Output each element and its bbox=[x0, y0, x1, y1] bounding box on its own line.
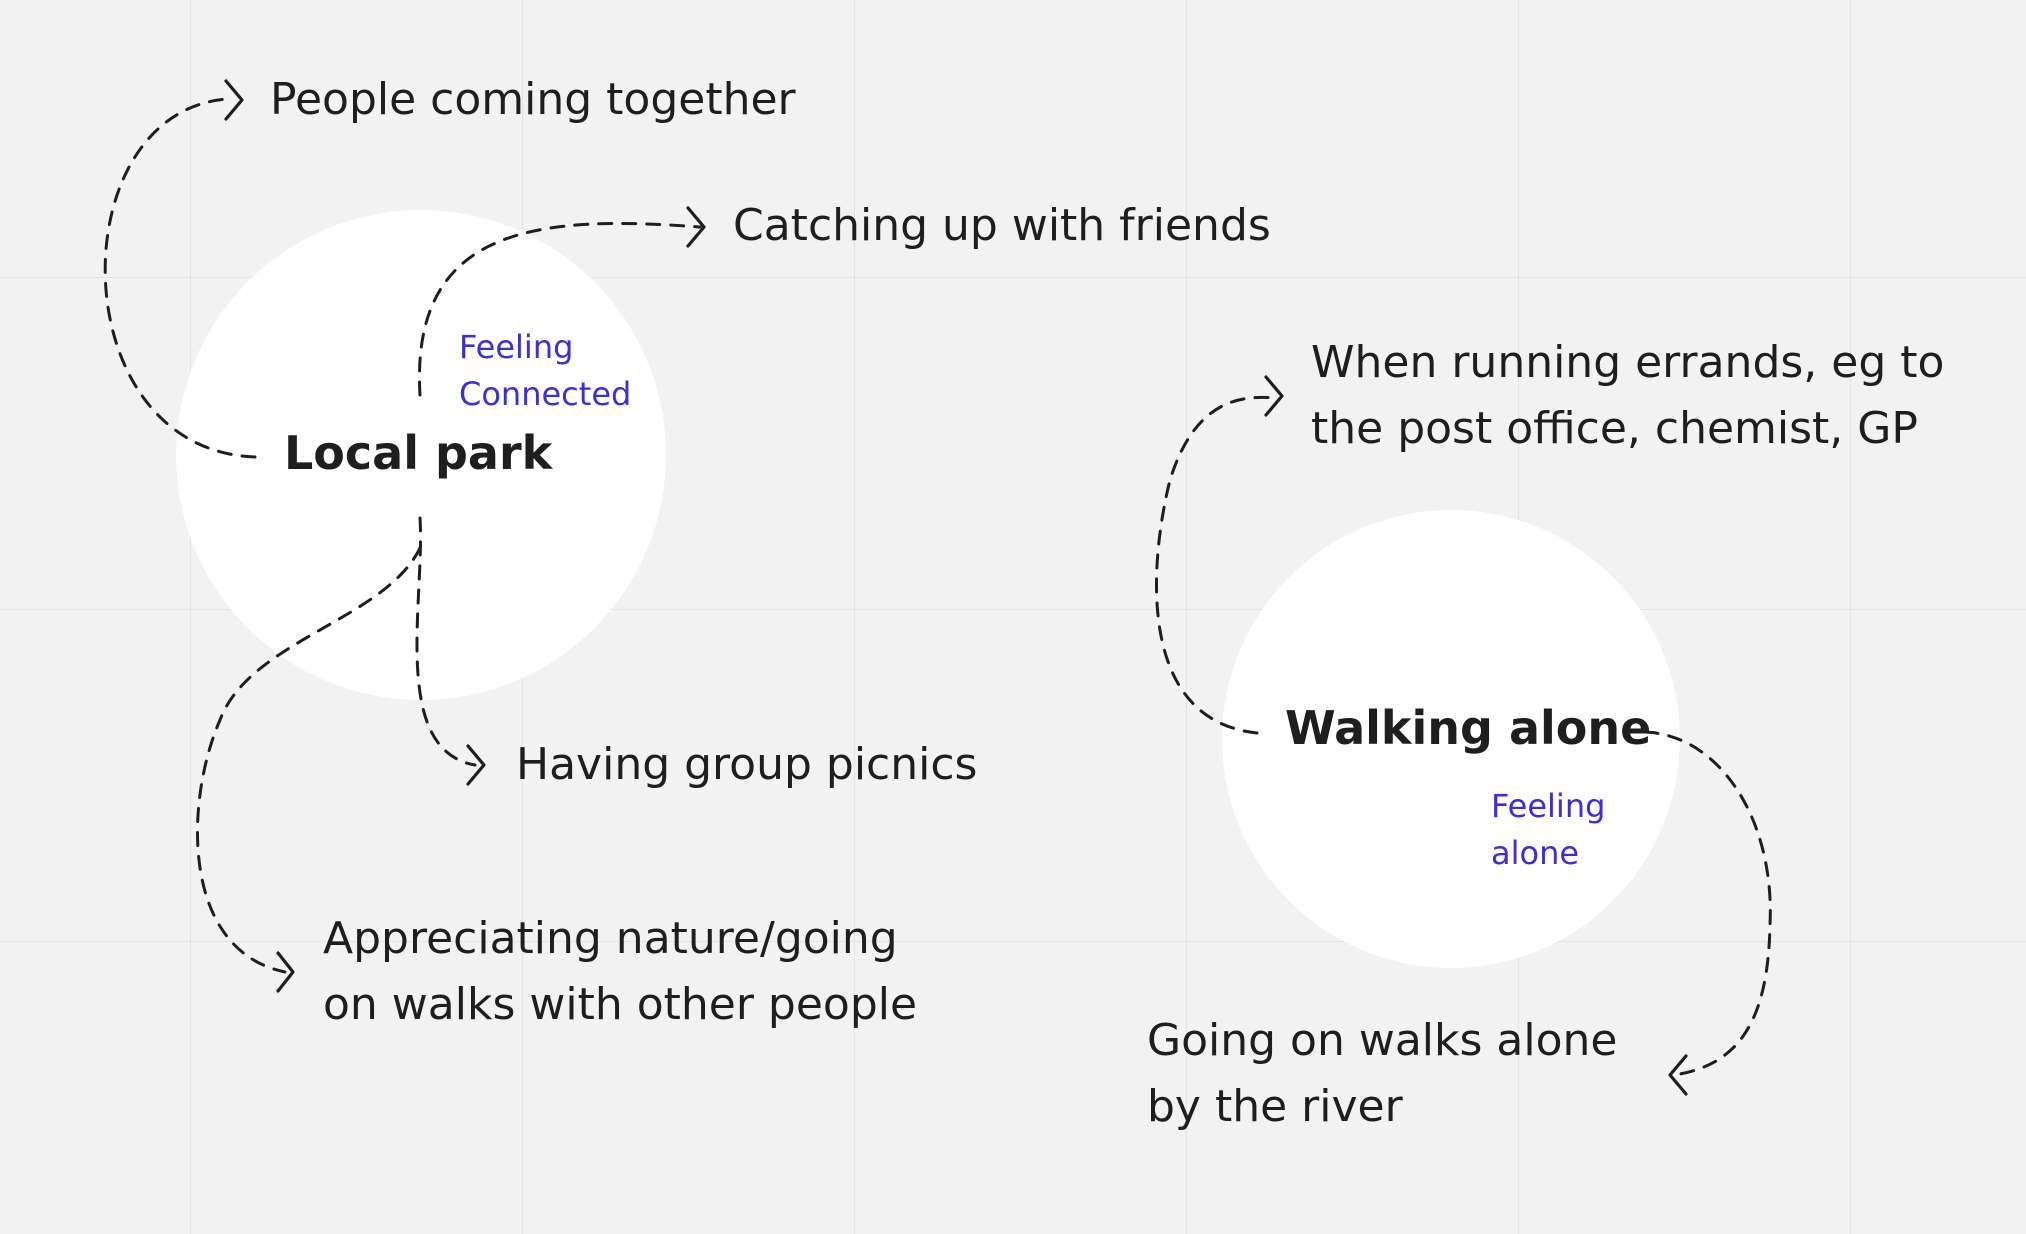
walking-alone-circle bbox=[1222, 510, 1680, 968]
local-park-circle bbox=[176, 210, 666, 700]
arrow-to-people-coming-together bbox=[103, 97, 257, 459]
arrowhead-icon bbox=[1668, 1054, 1688, 1096]
label-catching-up-with-friends: Catching up with friends bbox=[733, 200, 1271, 251]
feeling-connected-tag: Feeling Connected bbox=[459, 328, 632, 413]
local-park-title: Local park bbox=[284, 426, 553, 480]
label-running-errands: When running errands, eg to the post off… bbox=[1311, 337, 1945, 454]
arrow-to-running-errands bbox=[1154, 395, 1278, 735]
label-walks-by-river: Going on walks alone by the river bbox=[1147, 1015, 1618, 1132]
feeling-alone-tag: Feeling alone bbox=[1491, 787, 1606, 872]
arrow-to-catching-up bbox=[417, 221, 702, 397]
label-people-coming-together: People coming together bbox=[270, 74, 796, 125]
arrow-to-walks-by-river bbox=[1643, 730, 1772, 1077]
label-appreciating-nature: Appreciating nature/going on walks with … bbox=[323, 913, 918, 1030]
walking-alone-title: Walking alone bbox=[1285, 701, 1652, 755]
arrowhead-icon bbox=[466, 744, 486, 786]
label-having-group-picnics: Having group picnics bbox=[516, 739, 978, 790]
arrowhead-icon bbox=[1264, 375, 1284, 417]
arrowhead-icon bbox=[276, 951, 295, 993]
arrow-to-group-picnics bbox=[415, 516, 477, 767]
arrowhead-icon bbox=[686, 206, 706, 248]
arrow-to-appreciating-nature bbox=[196, 546, 422, 974]
arrowhead-icon bbox=[224, 79, 244, 121]
